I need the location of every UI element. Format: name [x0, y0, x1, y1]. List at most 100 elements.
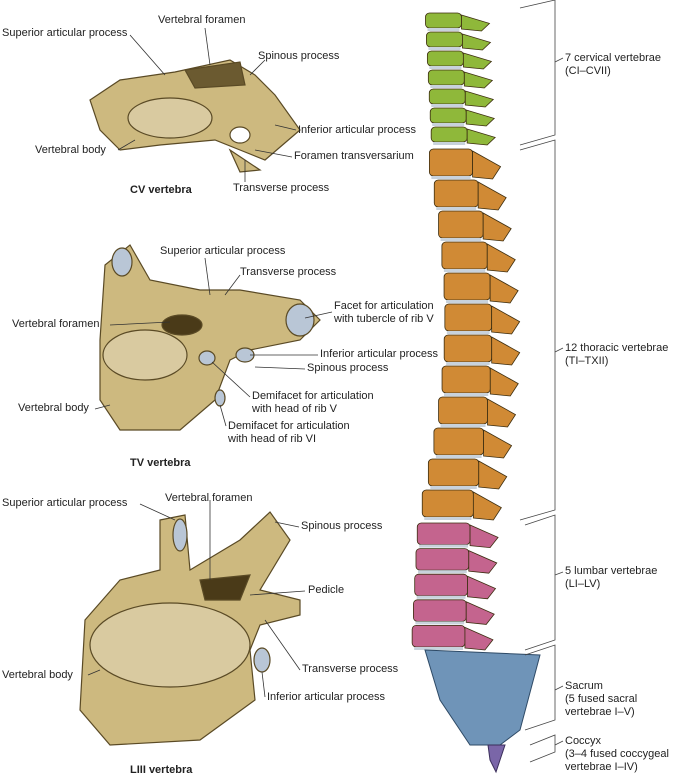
intervertebral-disc [417, 570, 467, 574]
vertebra-body [427, 458, 480, 487]
spinous-process [462, 52, 493, 70]
vertebra-body [433, 427, 484, 456]
line-1: 12 thoracic vertebrae [565, 342, 669, 354]
tv-label-inferior-articular-process: Inferior articular process [320, 348, 438, 360]
spinous-process [463, 71, 494, 89]
intervertebral-disc [414, 647, 463, 650]
intervertebral-disc [446, 300, 489, 303]
intervertebral-disc [440, 238, 482, 241]
vertebra-body [438, 210, 484, 239]
vertebra-body [441, 365, 491, 394]
spinous-process [466, 128, 496, 146]
intervertebral-disc [415, 621, 465, 625]
line-2: with head of rib V [252, 403, 337, 415]
vertebra-body [415, 548, 470, 571]
spinous-process [464, 626, 494, 651]
cv-label-superior-articular-process: Superior articular process [2, 27, 128, 39]
intervertebral-disc [429, 66, 462, 69]
vertebra-body [443, 272, 491, 301]
leader-lines [87, 27, 333, 698]
intervertebral-disc [436, 207, 477, 210]
l3-vertebra-drawing [79, 511, 301, 746]
intervertebral-disc [432, 123, 465, 126]
region-brackets [519, 0, 564, 763]
region-label-thoracic: 12 thoracic vertebrae(TI–TXII) [565, 342, 668, 368]
cv-vertebra-drawing [89, 59, 301, 173]
intervertebral-disc [443, 269, 486, 272]
vertebra-body [411, 625, 466, 648]
region-label-lumbar: 5 lumbar vertebrae(LI–LV) [565, 565, 657, 591]
line-2: (3–4 fused coccygeal [565, 748, 669, 760]
line-1: 5 lumbar vertebrae [565, 565, 658, 577]
vertebra-body [425, 12, 462, 29]
vertebra-body [444, 303, 493, 332]
spinous-process [489, 274, 519, 304]
region-label-cervical: 7 cervical vertebrae(CI–CVII) [565, 52, 661, 78]
line-3: vertebrae I–V) [565, 706, 635, 718]
cv-label-spinous-process: Spinous process [258, 50, 340, 62]
spinous-process [462, 33, 492, 51]
spinous-process [461, 14, 491, 32]
cv-label-vertebral-foramen: Vertebral foramen [158, 14, 246, 26]
vertebra-body [416, 522, 471, 546]
l3-label-transverse-process: Transverse process [302, 663, 399, 675]
vertebra-body [441, 241, 488, 270]
spinous-process [465, 601, 495, 625]
l3-label-vertebral-foramen: Vertebral foramen [165, 492, 253, 504]
spine-column [411, 12, 541, 774]
intervertebral-disc [430, 486, 477, 489]
tv-label-transverse-process: Transverse process [240, 266, 337, 278]
spinous-process [491, 336, 521, 366]
intervertebral-disc [428, 47, 461, 50]
sacrum [424, 649, 541, 746]
line-1: Coccyx [565, 735, 602, 747]
l3-label-superior-articular-process: Superior articular process [2, 497, 128, 509]
cv-label-vertebral-body: Vertebral body [35, 144, 106, 156]
spinous-process [483, 429, 513, 459]
intervertebral-disc [435, 455, 482, 458]
l3-caption: LIII vertebra [130, 764, 193, 776]
spinous-process [469, 524, 499, 549]
line-1: Demifacet for articulation [252, 390, 374, 402]
intervertebral-disc [433, 142, 466, 145]
vertebra-body [428, 148, 473, 177]
intervertebral-disc [431, 104, 464, 107]
line-1: Sacrum [565, 680, 603, 692]
line-3: vertebrae I–IV) [565, 761, 638, 773]
spinous-process [487, 398, 517, 428]
spinous-process [468, 549, 498, 574]
intervertebral-disc [424, 517, 472, 520]
line-2: (TI–TXII) [565, 355, 609, 367]
spinous-process [467, 575, 497, 600]
l3-label-spinous-process: Spinous process [301, 520, 383, 532]
line-2: with tubercle of rib V [334, 313, 434, 325]
tv-label-vertebral-body: Vertebral body [18, 402, 89, 414]
line-2: with head of rib VI [228, 433, 317, 445]
spinous-process [477, 181, 507, 211]
vertebra-body [430, 126, 468, 143]
spinous-process [465, 109, 496, 127]
vertebra-body [427, 69, 465, 86]
tv-caption: TV vertebra [130, 457, 191, 469]
spinous-process [472, 150, 502, 180]
vertebra-body [433, 179, 479, 208]
cv-label-foramen-transversarium: Foramen transversarium [294, 150, 414, 162]
intervertebral-disc [444, 393, 489, 396]
intervertebral-disc [416, 595, 466, 599]
vertebra-body [429, 107, 467, 124]
vertebra-body [443, 334, 493, 363]
vertebra-body [428, 88, 466, 105]
intervertebral-disc [431, 176, 471, 179]
intervertebral-disc [430, 85, 463, 88]
line-2: (5 fused sacral [565, 693, 638, 705]
spinous-process [489, 367, 519, 397]
vertebra-body [426, 31, 463, 48]
spinous-process [472, 491, 502, 521]
